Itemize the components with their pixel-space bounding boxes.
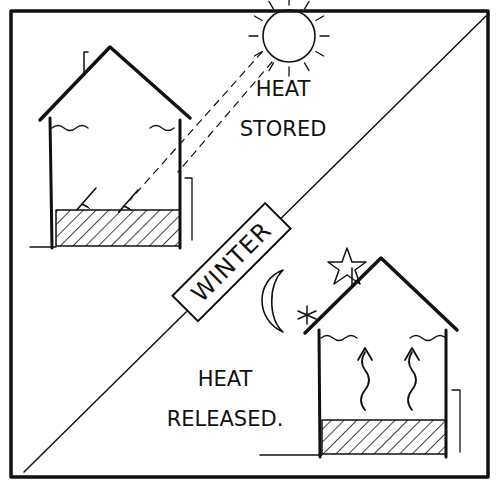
season-text: WINTER [186, 216, 277, 307]
sun-ray [254, 16, 262, 21]
sun-ray [269, 63, 274, 71]
sun [249, 0, 329, 76]
season-banner: WINTER [171, 201, 292, 322]
moon [262, 270, 283, 332]
heat-label: HEAT STORED [218, 70, 348, 150]
sun-ray [249, 35, 258, 36]
sun-ray [316, 52, 324, 57]
sun-ray [288, 0, 289, 5]
sun-ray [288, 67, 289, 76]
diagonal-divider [24, 16, 486, 472]
heat-label: HEAT RELEASED. [140, 360, 310, 440]
sun-ray [320, 35, 329, 36]
sun-ray [254, 52, 262, 57]
sun-ray [316, 16, 324, 21]
frame [11, 11, 488, 477]
star [328, 248, 366, 284]
sun-ray [305, 1, 310, 9]
sun-ray [269, 1, 274, 9]
asterisk [298, 306, 316, 324]
house-night [260, 258, 460, 457]
house-day [30, 47, 272, 248]
sun-ray [305, 63, 310, 71]
